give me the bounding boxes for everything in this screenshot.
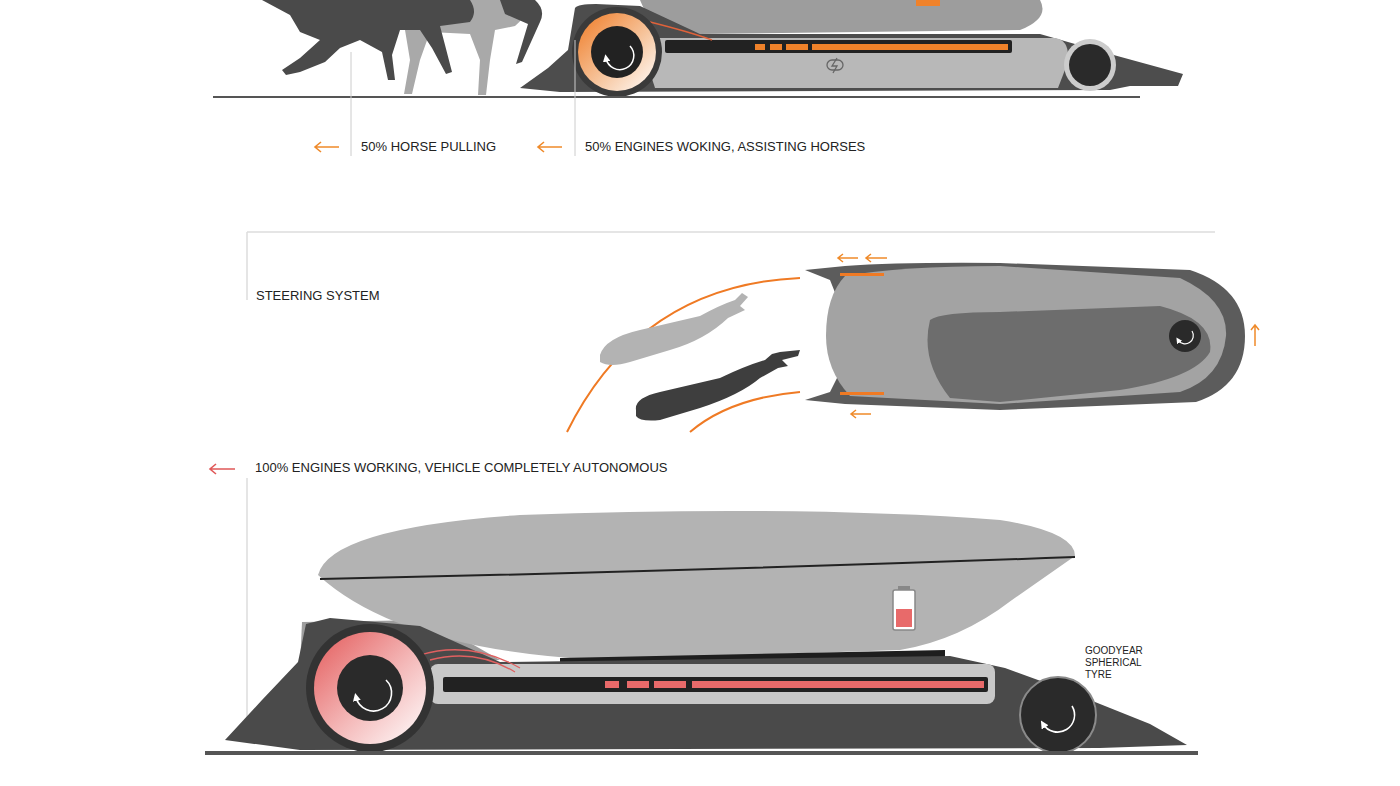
horse-top-view-part [600, 293, 748, 365]
section-bracket-part [247, 231, 1215, 233]
vehicle-top-view-part [826, 266, 1226, 404]
horse-silhouettes [262, 0, 542, 95]
vehicle-side-view-top-part [578, 13, 656, 91]
direction-arrows-top-part [315, 142, 339, 152]
vehicle-side-view-top-part [520, 4, 1183, 92]
horse-top-view-part [636, 350, 800, 421]
vehicle-top-view-part [840, 392, 884, 395]
vehicle-top-view [805, 263, 1245, 410]
steering-arrows-part [866, 254, 887, 262]
vehicle-side-view-top-part [916, 0, 940, 6]
vehicle-side-view-bottom-part [320, 557, 1075, 579]
annotation-label: STEERING SYSTEM [256, 288, 380, 304]
vehicle-side-view-bottom-part [605, 681, 619, 688]
direction-arrow-bottom [210, 464, 235, 474]
vehicle-side-view-bottom-part [1020, 677, 1096, 753]
battery-icon-part [896, 609, 912, 627]
part-callout: GOODYEAR SPHERICAL TYRE [1085, 645, 1151, 681]
vehicle-side-view-top-part [755, 44, 765, 50]
steering-arcs [567, 278, 800, 432]
vehicle-side-view-bottom-part [337, 655, 403, 721]
vehicle-side-view-top-part [213, 96, 1140, 98]
vehicle-top-view-part [1178, 331, 1193, 344]
steering-arcs-part [567, 278, 800, 432]
vehicle-side-view-top-part [665, 40, 1012, 53]
horse-silhouettes-part [262, 0, 474, 80]
battery-icon [893, 586, 915, 630]
vehicle-side-view-top-part [591, 26, 643, 78]
vehicle-side-view-bottom-part [314, 632, 426, 744]
leader-lines-top-part [575, 40, 576, 156]
charge-icon [827, 58, 843, 73]
vehicle-top-view-part [840, 273, 884, 276]
vehicle-side-view-bottom-part [430, 664, 995, 704]
section-bracket-part [246, 232, 248, 300]
vehicle-side-view-bottom-part [692, 681, 984, 688]
horse-top-view [600, 293, 800, 421]
vehicle-side-view-bottom-part [654, 681, 686, 688]
vehicle-side-view-bottom-part [205, 751, 1198, 755]
vehicle-side-view-top-part [606, 46, 634, 70]
vehicle-side-view-bottom-part [420, 650, 520, 672]
leader-lines-top [351, 40, 575, 156]
direction-arrow-bottom-part [210, 464, 235, 474]
vehicle-top-view-part [1169, 320, 1201, 352]
vehicle-side-view-top-part [812, 44, 1008, 50]
vehicle-top-view-part [805, 263, 1245, 410]
vehicle-side-view-top-part [1064, 39, 1116, 91]
annotation-label: 100% ENGINES WORKING, VEHICLE COMPLETELY… [255, 460, 668, 476]
vehicle-side-view-bottom-part [306, 624, 434, 752]
vehicle-side-view-bottom-part [443, 677, 988, 692]
vehicle-side-view-bottom [205, 511, 1198, 753]
leader-line-bottom [247, 478, 248, 735]
charge-icon-part [832, 58, 837, 73]
annotation-label: 50% ENGINES WOKING, ASSISTING HORSES [585, 139, 865, 155]
horse-silhouettes-part [500, 0, 542, 64]
steering-arrows-part [851, 410, 871, 418]
vehicle-side-view-top-part [572, 7, 662, 97]
direction-arrows-top-part [538, 142, 562, 152]
vehicle-side-view-top-part [1069, 44, 1111, 86]
vehicle-side-view-top [213, 0, 1183, 97]
vehicle-side-view-top-part [786, 44, 808, 50]
steering-arrows [838, 254, 1259, 418]
vehicle-side-view-bottom-part [356, 680, 392, 711]
vehicle-side-view-top-part [648, 38, 1068, 88]
annotation-label: 50% HORSE PULLING [361, 139, 496, 155]
vehicle-side-view-bottom-part [1043, 706, 1075, 732]
vehicle-top-view-part [928, 306, 1211, 402]
steering-arrows-part [1251, 325, 1259, 346]
vehicle-side-view-bottom-part [627, 681, 649, 688]
battery-icon-part [893, 590, 915, 630]
steering-arrows-part [838, 254, 858, 262]
leader-line-bottom-part [246, 478, 248, 735]
vehicle-side-view-top-part [640, 0, 1043, 34]
vehicle-side-view-top-part [770, 44, 782, 50]
leader-lines-top-part [351, 52, 352, 156]
